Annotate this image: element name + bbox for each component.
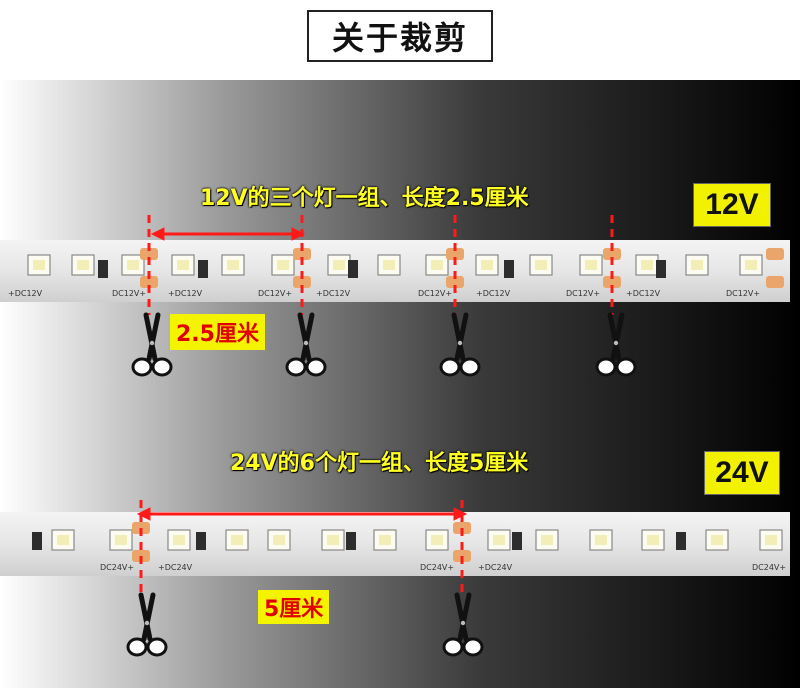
pcb-label: +DC12V — [168, 289, 203, 298]
scissors-icon — [442, 592, 484, 657]
resistor — [346, 532, 356, 550]
solder-pad — [603, 276, 621, 288]
scissors-icon — [126, 592, 168, 657]
measure-arrow-24v — [136, 507, 468, 521]
resistor — [198, 260, 208, 278]
caption-12v: 12V的三个灯一组、长度2.5厘米 — [200, 186, 529, 211]
solder-pad — [293, 248, 311, 260]
pcb-label: DC24V+ — [100, 563, 134, 572]
solder-pad — [766, 276, 784, 288]
pcb-label: +DC12V — [316, 289, 351, 298]
pcb-label: +DC12V — [8, 289, 43, 298]
pcb-label: DC12V+ — [258, 289, 292, 298]
resistor — [676, 532, 686, 550]
cut-lines-12v — [147, 215, 614, 315]
strip-24v: DC24V+ +DC24V DC24V+ +DC24V DC24V+ — [0, 512, 790, 576]
pcb-label: DC12V+ — [566, 289, 600, 298]
cut-lines-24v — [139, 500, 464, 595]
scissors-icon — [285, 312, 327, 377]
pcb-label: +DC24V — [158, 563, 193, 572]
scissors-icon — [439, 312, 481, 377]
solder-pad — [603, 248, 621, 260]
length-label-24v: 5厘米 — [258, 590, 330, 624]
pcb-label: +DC12V — [476, 289, 511, 298]
pcb-label: DC12V+ — [726, 289, 760, 298]
resistor — [196, 532, 206, 550]
solder-pad — [446, 276, 464, 288]
solder-pad — [293, 276, 311, 288]
pcb-label: +DC12V — [626, 289, 661, 298]
pcb-label: DC24V+ — [752, 563, 786, 572]
measure-arrow-12v — [150, 227, 306, 241]
resistor — [504, 260, 514, 278]
pcb-label: DC12V+ — [418, 289, 452, 298]
resistor — [32, 532, 42, 550]
voltage-badge-12v: 12V — [693, 183, 771, 227]
length-label-12v: 2.5厘米 — [170, 314, 265, 350]
pcb-label: +DC24V — [478, 563, 513, 572]
scissors-icon — [595, 312, 637, 377]
resistor — [656, 260, 666, 278]
solder-pad — [140, 248, 158, 260]
solder-pad — [766, 248, 784, 260]
solder-pad — [140, 276, 158, 288]
resistor — [512, 532, 522, 550]
caption-24v: 24V的6个灯一组、长度5厘米 — [230, 451, 529, 476]
voltage-badge-24v: 24V — [704, 451, 780, 495]
resistor — [98, 260, 108, 278]
strip-12v: +DC12V DC12V+ +DC12V DC12V+ +DC12V DC12V+ +DC1… — [0, 240, 790, 302]
solder-pad — [446, 248, 464, 260]
resistor — [348, 260, 358, 278]
pcb-label: DC12V+ — [112, 289, 146, 298]
strip-photo: +DC12V DC12V+ +DC12V DC12V+ +DC12V DC12V+ +DC1… — [0, 80, 800, 688]
scissors-icon — [131, 312, 173, 377]
pcb-label: DC24V+ — [420, 563, 454, 572]
page-title: 关于裁剪 — [307, 10, 493, 62]
